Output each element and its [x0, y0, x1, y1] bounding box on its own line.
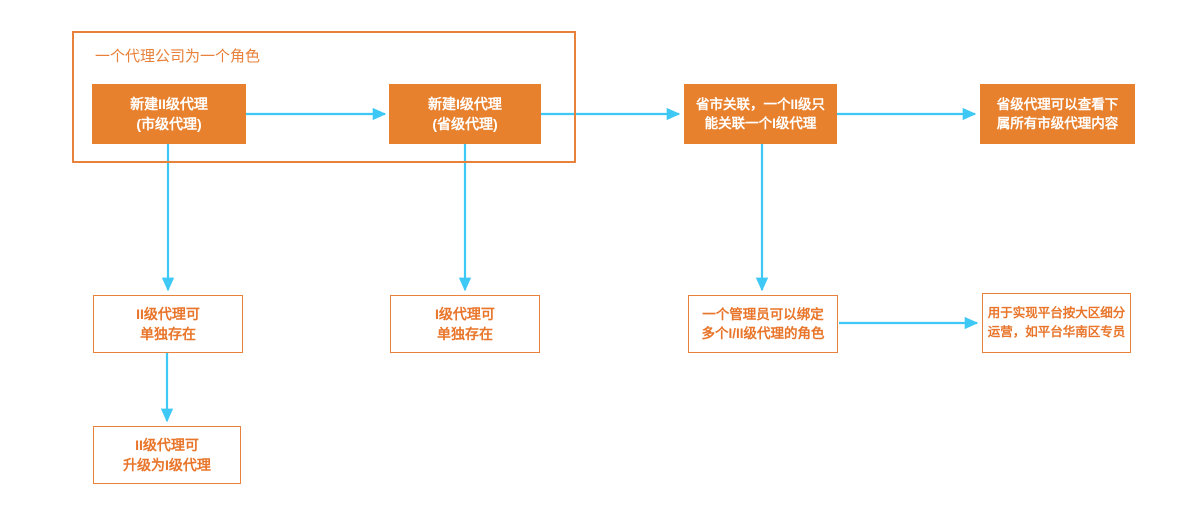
node-label: II级代理可 单独存在	[136, 306, 200, 342]
node-label: 用于实现平台按大区细分 运营，如平台华南区专员	[987, 306, 1126, 339]
node-label: II级代理可 升级为I级代理	[123, 437, 211, 473]
node-level-1-standalone[interactable]: I级代理可 单独存在	[390, 295, 540, 353]
node-province-agent-view[interactable]: 省级代理可以查看下 属所有市级代理内容	[980, 84, 1135, 144]
node-level-2-upgrade[interactable]: II级代理可 升级为I级代理	[93, 426, 241, 484]
node-label: I级代理可 单独存在	[435, 306, 495, 342]
node-region-operation[interactable]: 用于实现平台按大区细分 运营，如平台华南区专员	[982, 293, 1131, 353]
node-new-level-1-agent[interactable]: 新建I级代理 (省级代理)	[389, 84, 541, 144]
node-label: 省市关联，一个II级只 能关联一个I级代理	[695, 97, 825, 131]
node-label: 省级代理可以查看下 属所有市级代理内容	[996, 97, 1119, 131]
node-province-city-relation[interactable]: 省市关联，一个II级只 能关联一个I级代理	[684, 84, 837, 144]
node-new-level-2-agent[interactable]: 新建II级代理 (市级代理)	[92, 84, 246, 144]
group-label: 一个代理公司为一个角色	[95, 48, 261, 65]
agent-company-role-group	[72, 31, 576, 163]
node-label: 新建I级代理 (省级代理)	[428, 96, 502, 132]
node-label: 新建II级代理 (市级代理)	[130, 96, 208, 132]
node-label: 一个管理员可以绑定 多个I/II级代理的角色	[701, 307, 825, 341]
node-level-2-standalone[interactable]: II级代理可 单独存在	[93, 295, 243, 353]
node-admin-bind-roles[interactable]: 一个管理员可以绑定 多个I/II级代理的角色	[688, 295, 838, 353]
